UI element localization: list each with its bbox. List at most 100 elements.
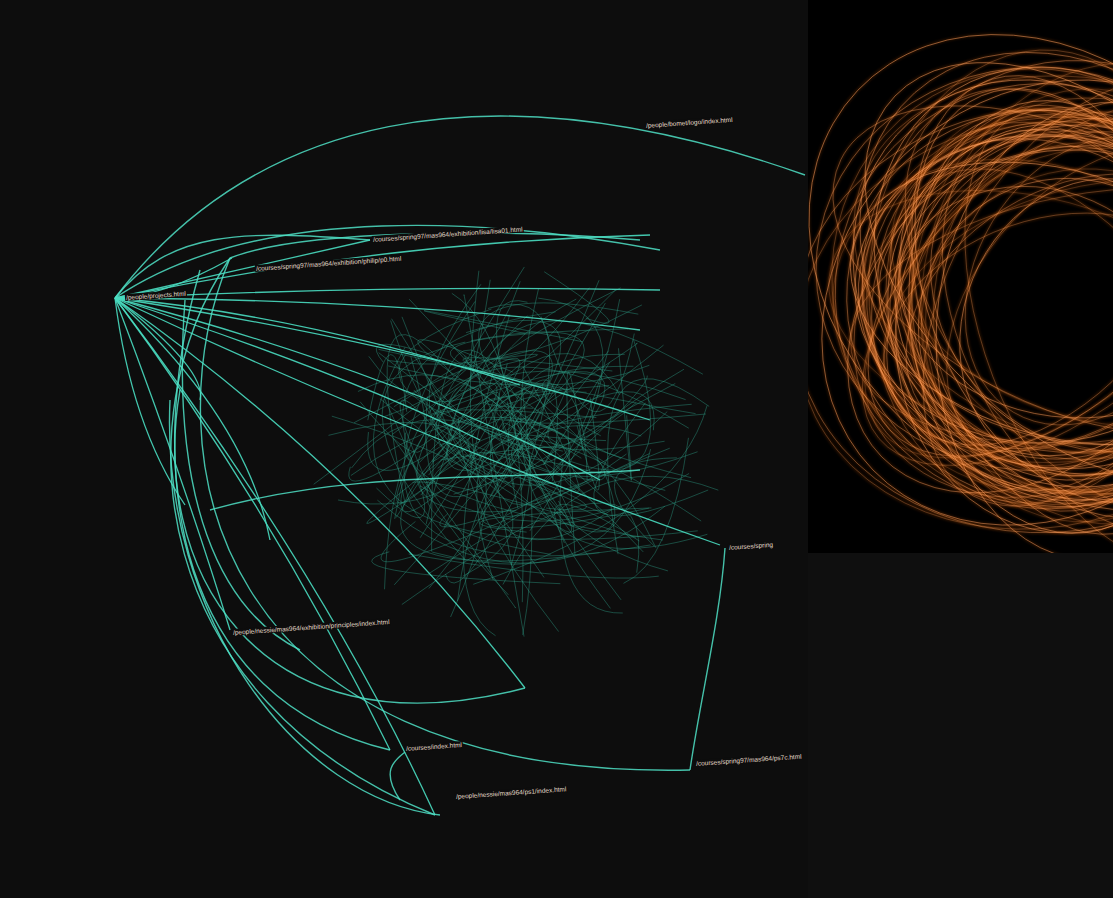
- swirl-stroke: [808, 8, 1113, 553]
- link-curve: [115, 298, 390, 750]
- link-curve: [402, 317, 471, 468]
- swirl-stroke: [922, 92, 1113, 553]
- link-curve: [490, 419, 570, 476]
- link-curve: [532, 299, 619, 491]
- link-curve: [329, 422, 487, 617]
- link-curve: [490, 364, 626, 506]
- link-curve: [544, 272, 609, 324]
- link-curve: [388, 365, 649, 385]
- link-curve: [210, 470, 640, 510]
- link-curve: [200, 258, 690, 770]
- swirl-stroke: [808, 0, 1113, 553]
- link-curve: [390, 752, 405, 800]
- swirl-stroke: [808, 37, 1113, 553]
- swirl-stroke: [808, 147, 1113, 496]
- swirl-stroke: [856, 42, 1113, 549]
- link-curve: [402, 503, 639, 605]
- link-curve: [171, 258, 435, 815]
- link-curve: [548, 403, 665, 450]
- link-curve: [115, 298, 201, 400]
- teal-links: [115, 116, 805, 815]
- swirl-stroke: [808, 0, 1113, 553]
- link-curve: [391, 321, 668, 486]
- link-curve: [332, 416, 513, 576]
- link-curve: [503, 476, 718, 584]
- link-curve: [182, 300, 300, 650]
- swirl-stroke: [814, 65, 1113, 473]
- link-curve: [554, 504, 639, 608]
- swirl-stroke: [885, 85, 1113, 526]
- link-curve: [452, 293, 523, 602]
- link-curve: [624, 438, 689, 584]
- link-curve: [115, 298, 720, 545]
- swirl-stroke: [808, 44, 1113, 553]
- swirl-stroke: [808, 0, 1113, 553]
- swirl-stroke: [808, 0, 1113, 553]
- link-curve: [175, 270, 390, 750]
- swirl-stroke: [880, 110, 1113, 470]
- swirl-stroke: [808, 15, 1113, 515]
- link-curve: [360, 356, 426, 452]
- swirl-stroke: [824, 38, 1113, 553]
- swirl-stroke: [808, 102, 1113, 553]
- orange-swirl: [808, 0, 1113, 553]
- swirl-stroke: [916, 138, 1113, 516]
- swirl-stroke: [808, 46, 1113, 524]
- swirl-stroke: [808, 0, 1113, 553]
- swirl-stroke: [851, 172, 1113, 494]
- swirl-stroke: [808, 0, 1113, 553]
- swirl-stroke: [824, 38, 1113, 553]
- link-curve: [412, 482, 635, 537]
- swirl-stroke: [825, 71, 1113, 534]
- link-curve: [387, 305, 642, 364]
- dark-ground: [0, 0, 808, 898]
- link-curve: [465, 356, 691, 477]
- swirl-stroke: [808, 55, 1113, 553]
- swirl-stroke: [846, 139, 1113, 506]
- link-curve: [426, 343, 637, 483]
- link-curve: [349, 410, 471, 481]
- link-curve: [618, 348, 631, 480]
- link-curve: [403, 312, 556, 595]
- swirl-stroke: [833, 77, 1113, 552]
- link-curve: [426, 299, 576, 524]
- swirl-stroke: [903, 85, 1113, 521]
- link-curve: [115, 298, 525, 688]
- link-curve: [115, 298, 650, 420]
- link-curve: [354, 351, 552, 488]
- link-curve: [115, 116, 805, 298]
- swirl-stroke: [808, 37, 1113, 553]
- swirl-stroke: [893, 142, 1113, 426]
- swirl-stroke: [829, 20, 1113, 553]
- link-curve: [479, 321, 703, 379]
- swirl-stroke: [900, 79, 1113, 531]
- link-curve: [115, 288, 660, 298]
- link-curve: [399, 309, 563, 451]
- link-curve: [491, 354, 537, 367]
- swirl-stroke: [808, 0, 1113, 553]
- swirl-stroke: [808, 44, 1113, 553]
- swirl-stroke: [808, 32, 1113, 523]
- link-curve: [368, 290, 616, 471]
- swirl-stroke: [808, 66, 1113, 553]
- link-curve: [522, 386, 605, 481]
- link-curve: [503, 423, 621, 600]
- swirl-stroke: [808, 0, 1113, 553]
- swirl-stroke: [808, 98, 1113, 544]
- link-curve: [169, 400, 440, 815]
- link-curve: [115, 298, 435, 815]
- link-curve: [400, 400, 544, 577]
- link-curve: [115, 225, 660, 298]
- link-curve: [379, 349, 696, 413]
- swirl-stroke: [810, 58, 1113, 550]
- swirl-stroke: [866, 103, 1113, 522]
- swirl-stroke: [914, 90, 1113, 471]
- swirl-stroke: [808, 0, 1113, 553]
- link-curve: [571, 340, 651, 470]
- link-curve: [690, 548, 725, 770]
- link-curve: [449, 388, 606, 441]
- link-curve: [115, 240, 370, 298]
- swirl-stroke: [855, 96, 1113, 478]
